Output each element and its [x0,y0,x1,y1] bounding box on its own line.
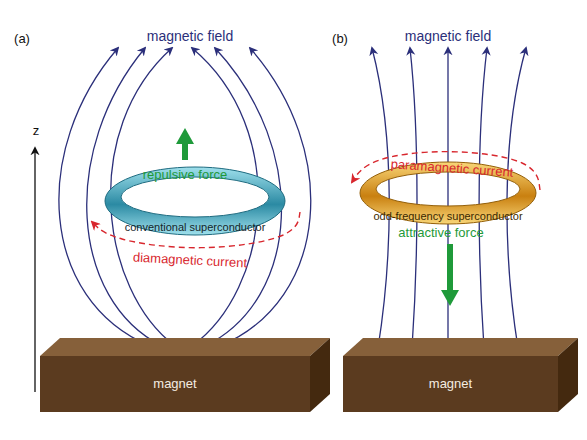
current-label: paramagnetic current [390,156,514,180]
magnet-front [343,356,558,412]
field-line [410,48,417,348]
axis-label: z [33,123,40,138]
node-text: odd-frequency superconductor [358,210,538,222]
magnet-front [40,356,310,412]
panel-label: (b) [332,31,348,46]
magnet-side [558,338,578,412]
magnet-top [40,338,330,356]
axis-title: magnetic field [147,28,233,44]
force-label: repulsive force [143,167,228,182]
magnet-block: magnet [40,338,330,412]
magnet-block: magnet [343,338,578,412]
node-text: magnet [40,356,310,412]
magnet-outline [40,338,330,412]
field-lines-b [372,48,526,348]
z-axis [34,148,35,392]
current-label: diamagnetic current [133,250,248,271]
current-arrow [352,152,540,190]
node-text: magnet [343,356,558,412]
magnet-side [310,338,330,412]
field-line [479,48,487,348]
panel-label: (a) [14,31,30,46]
node-text: conventional superconductor [103,221,287,233]
force-label: attractive force [398,225,483,240]
axis-title: magnetic field [405,28,491,44]
magnet-top [343,338,578,356]
field-lines-a [59,48,311,346]
force-arrow [176,128,194,160]
force-arrow [441,244,459,306]
magnet-outline [343,338,578,412]
